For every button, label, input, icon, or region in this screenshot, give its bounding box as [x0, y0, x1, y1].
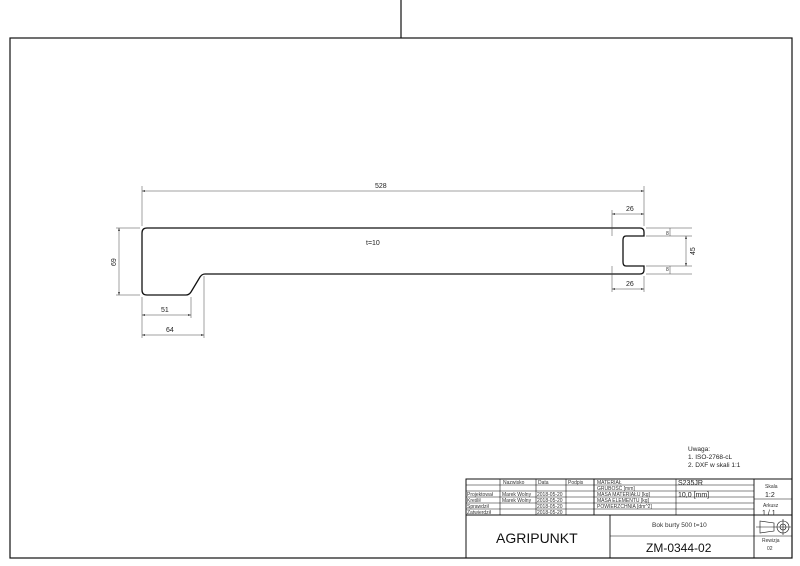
tb-name: Marek Wolny	[502, 498, 532, 504]
tb-role: Sprawdził	[467, 504, 490, 510]
tb-hdr-date: Data	[538, 480, 549, 486]
tb-date: 2018-05-20	[537, 498, 563, 504]
tb-prop-label: MASA ELEMENTU [kg]	[597, 498, 650, 504]
tb-prop-label: POWIERZCHNIA [dm^2]	[597, 504, 652, 510]
tb-name: Marek Wolny	[502, 492, 532, 498]
revision-value: 02	[767, 546, 773, 552]
notes-heading: Uwaga:	[688, 446, 710, 453]
dim-bottom-total: 64	[166, 327, 174, 334]
tb-prop-value: 10,0 [mm]	[678, 492, 709, 499]
dim-bottom-flat: 51	[161, 307, 169, 314]
company-name: AGRIPUNKT	[496, 530, 578, 546]
tb-date: 2018-05-20	[537, 510, 563, 516]
dim-height: 69	[111, 258, 118, 266]
dim-length: 528	[375, 183, 387, 190]
dim-slot-top: 26	[626, 206, 634, 213]
revision-label: Rewizja	[762, 538, 780, 544]
tb-prop-label: MASA MATERIAŁU [kg]	[597, 492, 651, 498]
tb-hdr-sign: Podpis	[568, 480, 584, 486]
dim-gap-bottom: 8	[666, 267, 669, 273]
tb-prop-label: GRUBOŚĆ [mm]	[597, 484, 635, 492]
sheet-border	[9, 37, 793, 559]
scale-label: Skala	[765, 484, 778, 490]
part-name: Bok burty 500 t=10	[652, 522, 707, 529]
dim-gap-top: 8	[666, 231, 669, 237]
part-profile	[141, 227, 645, 296]
drawing-number: ZM-0344-02	[646, 541, 712, 555]
sheet-label: Arkusz	[763, 503, 779, 509]
dim-slot-bottom: 26	[626, 281, 634, 288]
title-block	[465, 478, 793, 559]
tb-prop-value: S235JR	[678, 480, 703, 487]
tb-date: 2018-05-20	[537, 492, 563, 498]
tb-role: Projektował	[467, 492, 494, 498]
sheet-value: 1 / 1	[762, 510, 776, 517]
dim-opening: 45	[690, 247, 697, 255]
scale-value: 1:2	[765, 492, 775, 499]
tb-date: 2018-05-20	[537, 504, 563, 510]
projection-symbol-icon	[756, 519, 791, 535]
tb-prop-label: MATERIAŁ	[597, 480, 622, 486]
tb-role: Zatwierdził	[467, 510, 492, 516]
thickness-label: t=10	[366, 240, 380, 247]
tb-hdr-name: Nazwisko	[503, 480, 525, 486]
notes-line-2: 2. DXF w skali 1:1	[688, 462, 741, 469]
notes-line-1: 1. ISO-2768-cL	[688, 454, 732, 461]
tb-role: Kreślił	[467, 498, 482, 504]
